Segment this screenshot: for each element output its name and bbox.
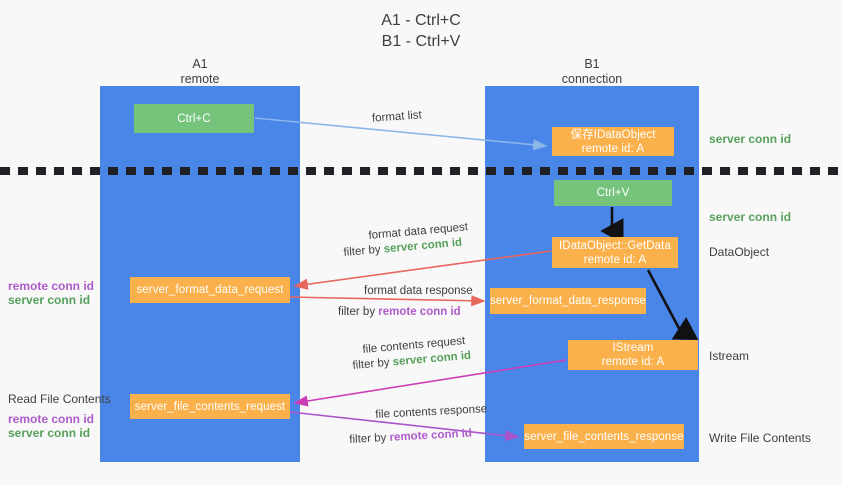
filter-value: remote conn id: [389, 427, 473, 444]
right-label-istream: Istream: [709, 349, 750, 363]
flow-label-file-contents-response-filter: filter by remote conn id: [349, 427, 472, 448]
flow-label-format-list: format list: [371, 109, 423, 125]
box-idataobject-getdata[interactable]: IDataObject::GetData remote id: A: [552, 237, 678, 268]
flow-label-format-data-response-filter: filter by remote conn id: [338, 305, 461, 320]
filter-value: remote conn id: [378, 306, 461, 318]
box-server-file-contents-response[interactable]: server_file_contents_response: [524, 424, 684, 449]
left-label-remote-conn-id-2: remote conn id: [8, 412, 95, 426]
lane-header-a1: A1 remote: [180, 57, 220, 86]
left-label-read-file-contents: Read File Contents: [8, 392, 111, 406]
right-label-server-conn-id-1: server conn id: [709, 132, 792, 146]
left-label-server-conn-id-2: server conn id: [8, 426, 91, 440]
flow-label-file-contents-response: file contents response: [375, 403, 488, 421]
filter-prefix: filter by: [338, 306, 379, 318]
right-label-write-file-contents: Write File Contents: [709, 431, 811, 445]
flow-label-format-data-response: format data response: [364, 285, 473, 297]
left-label-conn-ids-2: remote conn id server conn id: [8, 412, 94, 440]
lane-header-b1: B1 connection: [561, 57, 623, 86]
box-server-file-contents-request[interactable]: server_file_contents_request: [130, 394, 290, 419]
page-title: A1 - Ctrl+C B1 - Ctrl+V: [381, 12, 461, 50]
box-server-format-data-request[interactable]: server_format_data_request: [130, 277, 290, 303]
filter-prefix: filter by: [343, 243, 385, 259]
box-ctrl-c[interactable]: Ctrl+C: [134, 104, 254, 133]
right-label-server-conn-id-2: server conn id: [709, 210, 792, 224]
filter-prefix: filter by: [352, 356, 394, 372]
left-label-server-conn-id-1: server conn id: [8, 293, 91, 307]
left-label-conn-ids-1: remote conn id server conn id: [8, 279, 94, 307]
left-label-remote-conn-id-1: remote conn id: [8, 279, 95, 293]
box-ctrl-v[interactable]: Ctrl+V: [554, 180, 672, 206]
phase-divider: [0, 167, 842, 175]
filter-prefix: filter by: [349, 431, 390, 446]
right-label-dataobject: DataObject: [709, 245, 770, 259]
box-istream[interactable]: IStream remote id: A: [568, 340, 698, 370]
box-save-idataobject[interactable]: 保存IDataObject remote id: A: [552, 127, 674, 156]
box-server-format-data-response[interactable]: server_format_data_response: [490, 288, 646, 314]
